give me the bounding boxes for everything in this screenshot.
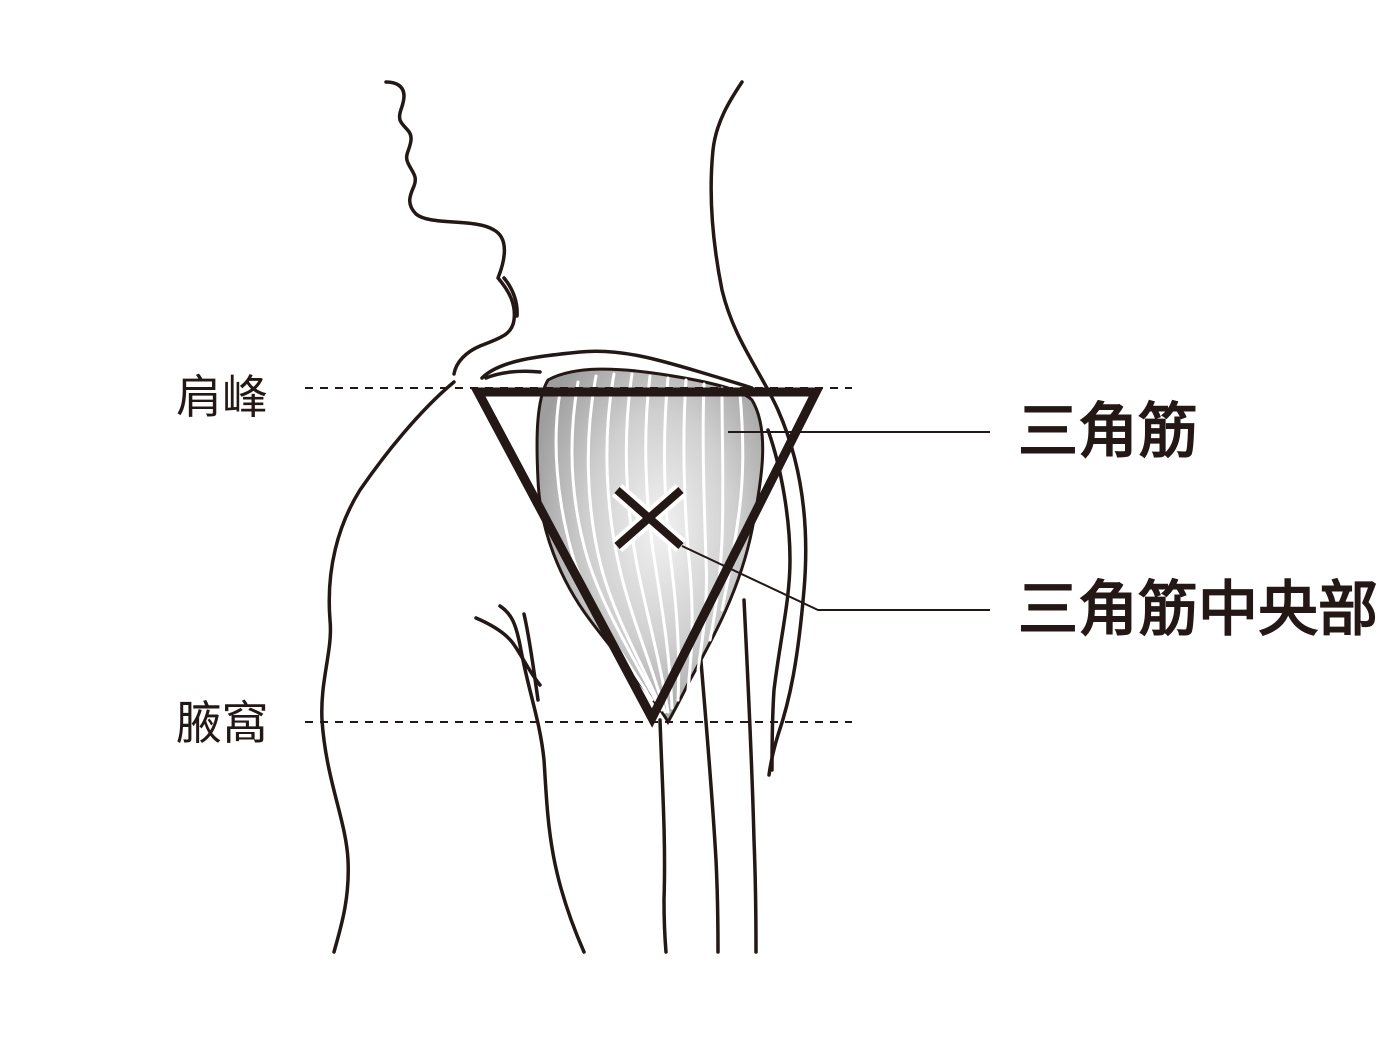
front-torso-outline [320, 380, 456, 954]
arm-line-3 [742, 598, 758, 954]
body-outline [320, 80, 808, 954]
acromion-label: 肩峰 [176, 370, 268, 424]
acromion-bump [484, 369, 542, 380]
deltoid-label: 三角筋 [1018, 397, 1198, 467]
leader-lines [681, 431, 990, 611]
inner-arm-right [522, 612, 540, 702]
deltoid-center-label: 三角筋中央部 [1018, 575, 1378, 645]
x-mark [611, 483, 687, 553]
deltoid-triangle [470, 387, 824, 728]
posterior-arm-line [766, 428, 792, 772]
deltoid-muscle [535, 367, 765, 726]
deltoid-fibers [554, 372, 745, 714]
back-outline [709, 80, 808, 777]
deltoid-center-leader-line [681, 545, 990, 611]
arm-line-2 [698, 648, 720, 954]
chest-fold [474, 616, 542, 687]
arm-line-1 [658, 718, 668, 954]
inner-arm-left [498, 604, 586, 954]
shoulder-top-outline [480, 349, 754, 390]
face-profile [384, 80, 517, 376]
chin-neck-line [502, 276, 519, 318]
axilla-label: 腋窩 [176, 696, 268, 750]
